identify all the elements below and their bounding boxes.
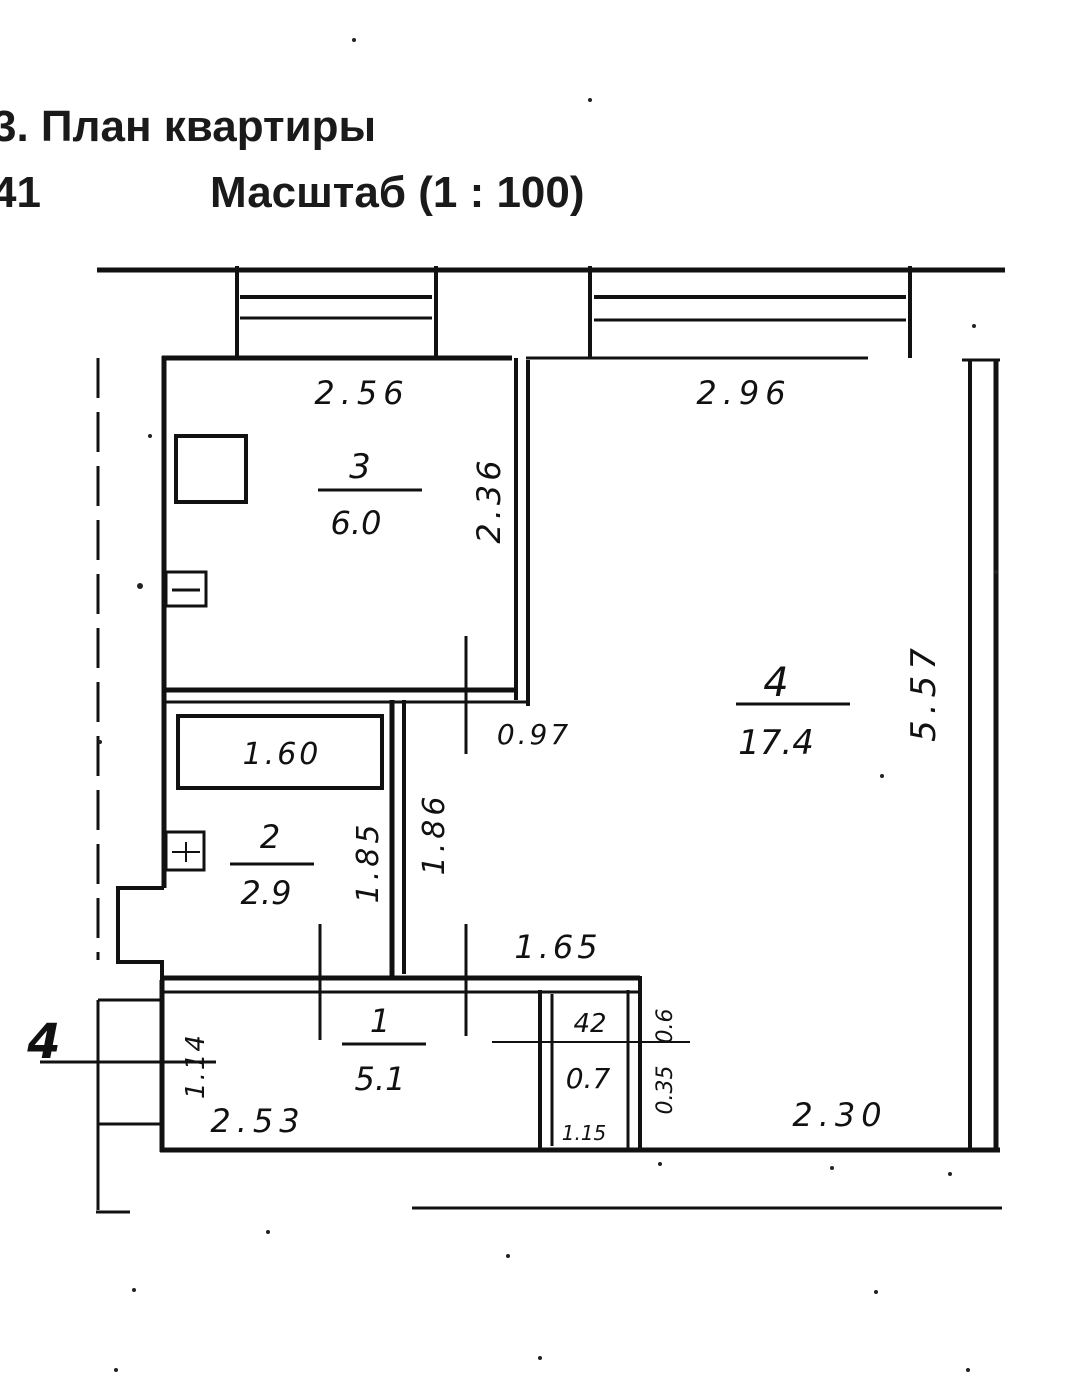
room-number: 42	[573, 1009, 606, 1039]
dim-bath-depth: 1.85	[351, 821, 386, 904]
dim-closet-width: 1.15	[562, 1121, 607, 1145]
room-living: 4 17.4	[736, 660, 850, 763]
dim-hall-width: 2.53	[210, 1102, 305, 1140]
dim-opening: 0.97	[497, 718, 571, 751]
stove-icon	[174, 434, 248, 504]
balcony	[97, 266, 1005, 358]
dim-closet-width-2: 0.35	[653, 1066, 678, 1115]
room-number: 2	[260, 818, 280, 856]
room-number: 3	[349, 447, 371, 487]
scan-noise	[98, 38, 998, 1372]
dim-partition-length: 1.86	[417, 793, 452, 876]
dim-kitchen-width: 2.56	[314, 374, 409, 412]
sink-icon	[164, 570, 208, 608]
dim-living-depth: 5.57	[904, 642, 944, 742]
room-kitchen: 3 6.0	[318, 447, 422, 542]
room-area: 5.1	[355, 1060, 406, 1098]
dim-hall-depth: 1.14	[181, 1033, 211, 1099]
dim-closet-depth: 0.6	[653, 1009, 678, 1044]
apartment-number: 41	[0, 168, 41, 217]
room-area: 17.4	[738, 723, 814, 763]
interior-walls	[40, 358, 690, 1148]
dim-bath-tub: 1.60	[243, 737, 322, 772]
exterior-walls	[96, 355, 1002, 1214]
dim-hall-length: 1.65	[514, 928, 601, 966]
bathtub-icon	[176, 714, 384, 790]
dim-living-width-top: 2.96	[696, 374, 791, 412]
page-title: 3. План квартиры	[0, 102, 377, 151]
room-hall: 1 5.1	[342, 1002, 426, 1098]
room-area: 0.7	[566, 1062, 611, 1095]
dimension-labels: 2.56 2.96 2.36 5.57 0.97 1.60 1.85 1.86 …	[181, 374, 944, 1145]
room-closet: 42 0.7	[566, 1009, 611, 1095]
entrance-marker: 4	[26, 1014, 60, 1070]
washbasin-icon	[164, 830, 206, 872]
scale-label: Масштаб (1 : 100)	[210, 168, 585, 217]
room-area: 6.0	[331, 504, 382, 542]
dim-living-width-bottom: 2.30	[792, 1096, 887, 1134]
entrance-mark: 4	[26, 1014, 60, 1070]
room-number: 4	[763, 660, 788, 706]
room-number: 1	[370, 1002, 390, 1040]
dim-kitchen-depth: 2.36	[470, 456, 508, 543]
fixtures	[164, 434, 384, 872]
room-bathroom: 2 2.9	[230, 818, 314, 912]
room-area: 2.9	[241, 874, 292, 912]
